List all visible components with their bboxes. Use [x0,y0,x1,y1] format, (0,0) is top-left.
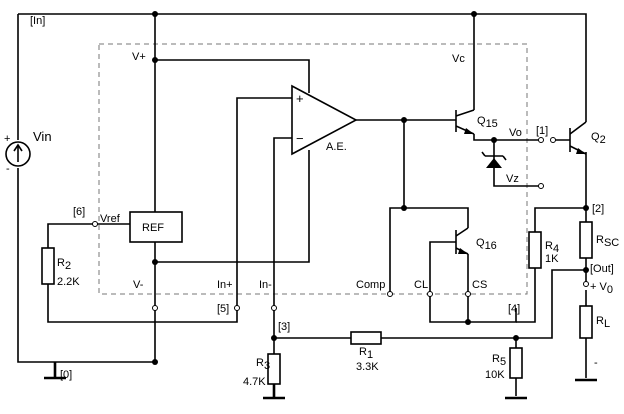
in-plus-label: In+ [217,279,233,291]
resistor-r5 [509,347,523,379]
r2-label: R2 [57,257,71,272]
resistor-rl [579,305,593,339]
pin-1-label: [1] [536,125,548,137]
vc-label: Vc [452,53,465,65]
ref-label: REF [142,222,164,234]
pin-6-label: [6] [73,206,85,218]
cl-label: CL [414,279,428,291]
opamp-ae [291,84,358,156]
q16-transistor [455,227,469,255]
ground-symbol [263,384,285,400]
q15-label: Q15 [477,115,498,130]
vo-label: Vo [509,127,522,139]
resistor-rsc [579,221,593,259]
q2-transistor [569,121,587,155]
wires [17,13,587,396]
r4-value: 1K [545,253,559,265]
r5-value: 10K [485,369,505,381]
q15-transistor [455,109,475,135]
r3-value: 4.7K [243,376,266,388]
pin-4-label: [4] [508,303,520,315]
r5-label: R5 [492,353,506,368]
junction-dots [152,11,589,365]
vref-label: Vref [100,213,121,225]
vin-label: Vin [33,129,52,144]
pin-0-label: [0] [60,369,72,381]
vin-plus-label: + [4,133,10,145]
vin-source [5,141,31,167]
resistor-r1 [350,331,382,345]
ref-block [129,211,183,243]
pin-out-label: [Out] [590,263,614,275]
in-minus-label: In- [259,279,272,291]
r4-label: R4 [545,240,559,255]
pin-3-label: [3] [278,321,290,333]
ic-boundary [98,43,528,295]
pin-5-label: [5] [217,303,229,315]
out-v0-label: + V0 [590,281,613,296]
vplus-label: V+ [132,51,146,63]
ground-symbol [44,362,66,380]
r1-label: R1 [359,346,373,361]
out-minus-label: - [594,357,598,369]
q16-label: Q16 [476,237,497,252]
vminus-label: V- [133,279,144,291]
rl-label: RL [596,315,610,330]
resistor-r4 [528,231,542,269]
cs-label: CS [472,279,487,291]
vin-minus-label: - [6,163,10,175]
q2-label: Q2 [591,131,606,146]
resistor-r2 [41,247,55,285]
r1-value: 3.3K [356,361,379,373]
pin-in-label: [In] [30,15,45,27]
opamp-minus-label: − [296,131,304,146]
vz-label: Vz [506,173,519,185]
opamp-plus-label: + [296,91,304,106]
zener-diode [481,151,507,168]
comp-label: Comp [356,279,385,291]
r3-label: R3 [256,357,270,372]
pin-rings [92,137,589,311]
r2-value: 2.2K [57,276,80,288]
opamp-name-label: A.E. [326,141,347,153]
rsc-label: RSC [596,234,619,249]
pin-2-label: [2] [592,203,604,215]
